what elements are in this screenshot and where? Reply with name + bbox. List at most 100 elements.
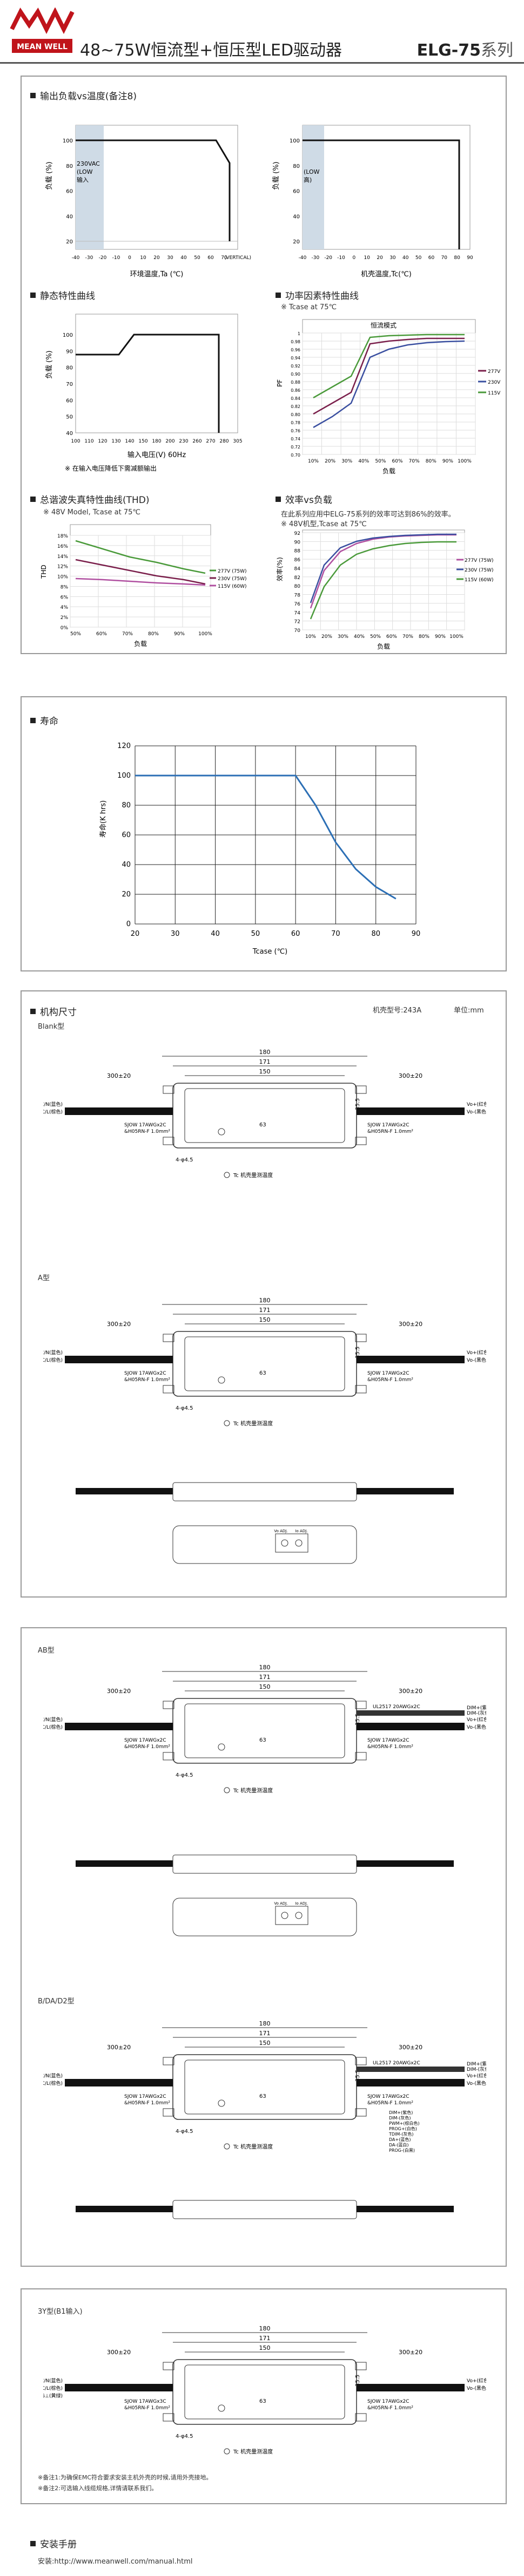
unit-label: 单位:mm [454, 1007, 484, 1015]
eff-ytick: 80 [294, 584, 301, 589]
static-xtick: 100 [71, 439, 80, 444]
mount-ear [355, 2057, 367, 2065]
io-adj-icon [295, 1912, 303, 1919]
dim-inner2: 150 [259, 2344, 271, 2351]
dim-height: 35.5 [355, 1714, 361, 1725]
dim-wire-2: DIM-(灰色) [467, 1710, 486, 1716]
type-a: A型 [38, 1274, 50, 1282]
pf-xtick: 10% [308, 459, 319, 464]
life-ytick: 120 [117, 742, 131, 750]
dim-lead-left: 300±20 [107, 1321, 131, 1328]
static-xtick: 150 [138, 439, 147, 444]
static-xtick: 120 [98, 439, 107, 444]
dim-height: 35.5 [355, 2070, 361, 2082]
case-outline [172, 2054, 357, 2120]
side-output-cable [357, 1860, 454, 1867]
eff-ytick: 78 [294, 593, 301, 599]
lifetime-series [135, 774, 397, 900]
static-xtick: 200 [165, 439, 174, 444]
output-cable [357, 1107, 465, 1115]
wire-in-2: AC/L(棕色) [43, 1357, 63, 1363]
wire-in-1: AC/N(蓝色) [43, 2377, 63, 2384]
section-static: 静态特性曲线 [30, 288, 95, 302]
dim-total: 180 [259, 1664, 271, 1671]
thd-xtick: 70% [122, 631, 133, 637]
tc-legend-label: Tc 机壳量测温度 [233, 1420, 273, 1427]
wire-out-2: Vo-(黑色) [467, 2385, 486, 2391]
dim-inner2: 150 [259, 2040, 271, 2047]
wire-in-1: AC/N(蓝色) [43, 1716, 63, 1723]
mount-ear [163, 2413, 174, 2422]
derating-left-xtick: 20 [153, 255, 160, 261]
dim-inner1: 171 [259, 2030, 271, 2037]
wire-out-spec2: &H05RN-F 1.0mm² [367, 2405, 413, 2411]
manual-link[interactable]: 安装:http://www.meanwell.com/manual.html [38, 2558, 193, 2566]
thd-xtick: 50% [70, 631, 81, 637]
dim-width: 63 [259, 2398, 266, 2404]
eff-xtick: 20% [321, 634, 332, 640]
wire-out-spec2: &H05RN-F 1.0mm² [367, 1377, 413, 1383]
vo-adj-label: Vo ADJ. [274, 1901, 287, 1906]
static-ytick: 60 [66, 398, 73, 404]
hole-spec: 4-φ4.5 [176, 2129, 193, 2135]
eff-ytick: 90 [294, 540, 301, 545]
dim-inner1: 171 [259, 2335, 271, 2342]
dim-cable-spec: UL2517 20AWGx2C [373, 2061, 420, 2066]
tc-legend-label: Tc 机壳量测温度 [233, 2448, 273, 2455]
thd-note: ※ 48V Model, Tcase at 75℃ [43, 508, 140, 516]
vo-adj-icon [281, 1539, 288, 1547]
static-ylabel: 负载 (%) [45, 350, 53, 379]
b-type-wire-label: DA-(蓝白) [389, 2142, 408, 2147]
mechanical-panel-2: AB型 180171150300±20300±206335.54-φ4.5AC/… [21, 1627, 507, 2267]
mount-ear [355, 2362, 367, 2370]
case-inner [184, 2060, 345, 2115]
tc-point-icon [218, 1128, 225, 1136]
mount-ear [163, 2057, 174, 2065]
pf-series-230 [313, 340, 465, 429]
wire-in-3: FG⊥(黄绿) [43, 2393, 63, 2399]
derating-left-xtick: 40 [180, 255, 187, 261]
eff-xtick: 60% [386, 634, 397, 640]
wire-out-spec2: &H05RN-F 1.0mm² [367, 1744, 413, 1750]
derating-left-xtick: 50 [194, 255, 200, 261]
eff-ytick: 82 [294, 575, 300, 581]
derating-right-xtick: 40 [402, 255, 409, 261]
dim-inner2: 150 [259, 1316, 271, 1323]
pf-inner-label: 恒流模式 [371, 322, 397, 329]
pf-legend-label: 277V [488, 369, 501, 375]
tc-legend-label: Tc 机壳量测温度 [233, 1172, 273, 1179]
static-xtick: 130 [111, 439, 120, 444]
tc-legend-icon [224, 1420, 230, 1426]
pf-xlabel: 负载 [382, 467, 395, 475]
model-name: ELG-75系列 [417, 37, 513, 60]
life-xtick: 50 [251, 930, 260, 938]
pf-xtick: 20% [325, 459, 335, 464]
tc-point-icon [218, 1743, 225, 1751]
section-derating: 输出负载vs温度(备注8) [30, 89, 137, 102]
io-adj-icon [295, 1539, 303, 1547]
wire-out-spec1: SJOW 17AWGx2C [367, 1738, 409, 1743]
input-cable [65, 2079, 173, 2086]
section-pf: 功率因素特性曲线 [276, 288, 359, 302]
thd-series-115 [75, 577, 206, 586]
thd-ytick: 8% [61, 584, 69, 590]
wire-in-2: AC/L(棕色) [43, 1724, 63, 1730]
dim-lead-left: 300±20 [107, 1688, 131, 1695]
vo-adj-icon [281, 1912, 288, 1919]
static-xlabel: 输入电压(V) 60Hz [127, 451, 186, 459]
derating-right-ytick: 100 [290, 138, 300, 144]
derating-right-annot2: 高) [304, 176, 312, 183]
case-inner [184, 1336, 345, 1391]
mount-ear [355, 2413, 367, 2422]
section-life: 寿命 [30, 713, 58, 727]
life-xtick: 30 [171, 930, 180, 938]
vo-adj-label: Vo ADJ. [274, 1529, 287, 1533]
dim-inner2: 150 [259, 1683, 271, 1690]
eff-note-2: ※ 48V机型,Tcase at 75℃ [281, 520, 367, 528]
input-cable [65, 1723, 173, 1730]
pf-ytick: 0.78 [291, 420, 300, 425]
dim-inner1: 171 [259, 1058, 271, 1065]
life-ytick: 20 [122, 891, 131, 899]
